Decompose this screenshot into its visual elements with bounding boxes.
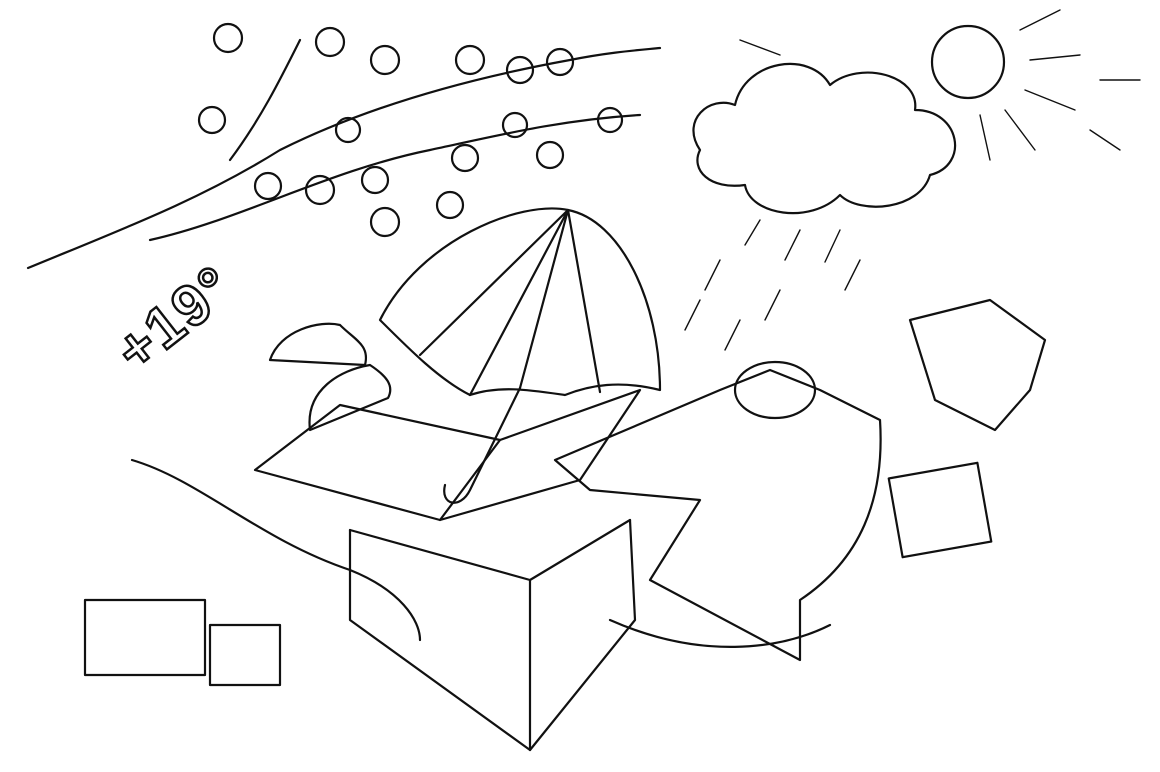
ribbon — [130, 458, 832, 648]
sneakers — [268, 322, 392, 432]
gift-box-icon — [83, 298, 1047, 687]
rain — [684, 219, 861, 351]
cardboard-box — [253, 388, 642, 752]
plaid-jacket — [553, 360, 882, 662]
cloud-icon — [692, 62, 957, 215]
sun-icon — [739, 9, 1141, 161]
blossom-branch — [26, 22, 662, 270]
umbrella-icon — [378, 207, 662, 504]
